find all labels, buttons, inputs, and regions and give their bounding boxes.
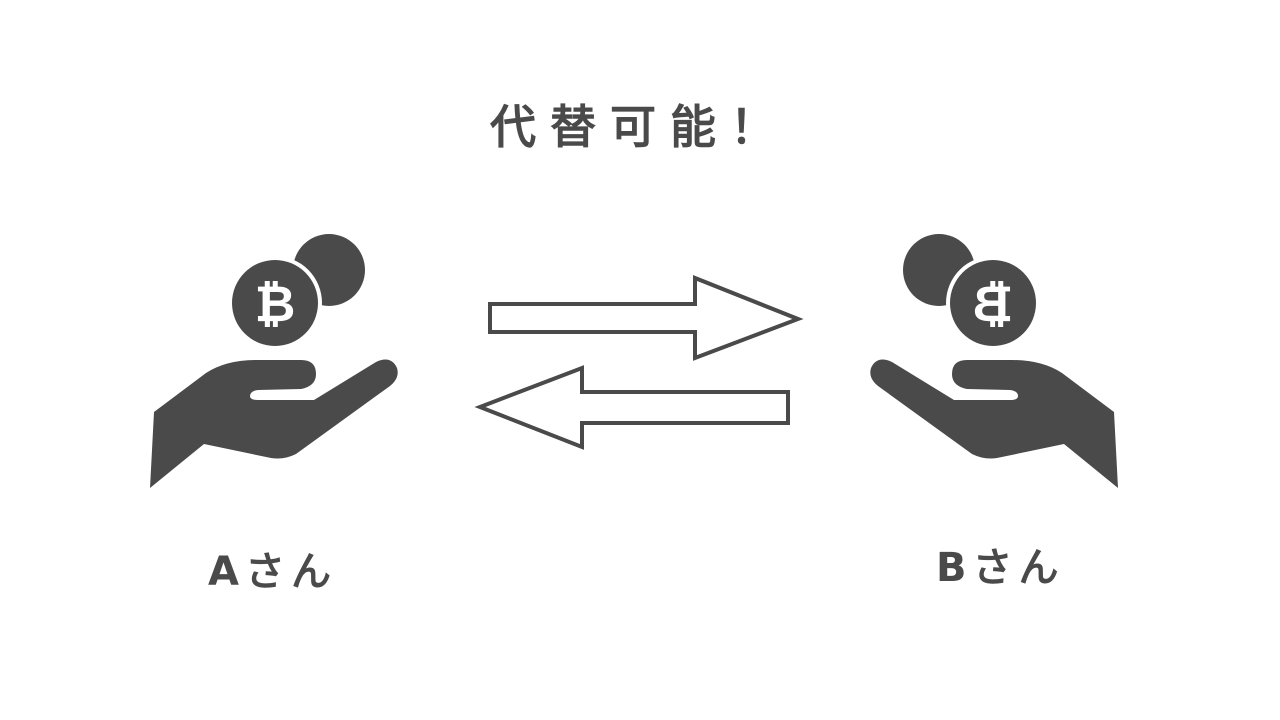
hand-shape <box>870 359 1118 488</box>
hand-shape <box>150 359 398 488</box>
exchange-arrows <box>474 275 804 450</box>
diagram-title: 代替可能！ <box>490 100 790 154</box>
hand-coin-icon-b: ₿ <box>870 234 1118 488</box>
bitcoin-symbol: ₿ <box>973 275 1014 333</box>
bitcoin-coin-icon <box>950 260 1036 346</box>
hand-coin-icon-a: ₿ <box>150 234 398 488</box>
person-a-label: Aさん <box>208 549 337 595</box>
arrow-left-icon <box>474 365 790 450</box>
bitcoin-coin-icon <box>232 260 318 346</box>
person-b-label: Bさん <box>936 545 1065 591</box>
arrow-right-icon <box>488 275 804 361</box>
bitcoin-symbol: ₿ <box>255 275 296 333</box>
